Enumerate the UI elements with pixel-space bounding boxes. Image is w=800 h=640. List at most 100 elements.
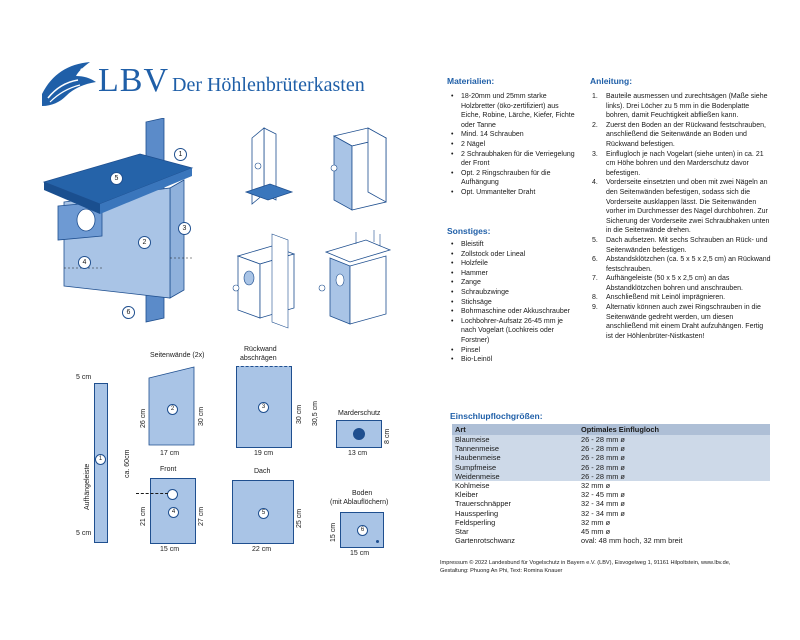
list-item: Schraubzwinge: [449, 288, 577, 298]
cell-value: 32 - 34 mm ø: [581, 499, 625, 509]
cell-value: 26 - 28 mm ø: [578, 435, 770, 445]
cell-value: 26 - 28 mm ø: [578, 462, 770, 472]
step-item: 2. Zuerst den Boden an der Rückwand fests…: [592, 121, 772, 150]
dim-rw-19: 19 cm: [254, 450, 274, 457]
table-row: Haussperling 32 - 34 mm ø: [452, 509, 770, 518]
part-marderschutz: [336, 420, 382, 448]
impressum-line-2: Gestaltung: Phuong An Phi, Text: Romina …: [440, 567, 563, 574]
sonstiges-list: BleistiftZollstock oder LinealHolzfeileH…: [449, 240, 577, 365]
label-aufhaengeleiste: Aufhängeleiste: [84, 463, 91, 510]
callout-4-part: 4: [168, 507, 179, 518]
list-item: 2 Nägel: [449, 140, 577, 150]
label-rueckwand-2: abschrägen: [240, 355, 277, 362]
callout-3: 3: [178, 222, 191, 235]
kingfisher-logo-icon: [42, 62, 96, 106]
lbv-logo: [38, 54, 168, 110]
table-row: Feldsperling 32 mm ø: [452, 518, 770, 527]
list-item: 18-20mm und 25mm starke Holzbretter (öko…: [449, 92, 577, 130]
dim-sw-17: 17 cm: [160, 450, 180, 457]
callout-3-part: 3: [258, 402, 269, 413]
dim-ms-13: 13 cm: [348, 450, 368, 457]
dim-ca-60cm: ca. 60cm: [124, 449, 131, 478]
step-number: 8.: [592, 294, 598, 302]
cell-art: Gartenrotschwanz: [455, 536, 515, 546]
cell-value: oval: 48 mm hoch, 32 mm breit: [581, 536, 683, 546]
list-item: Holzfeile: [449, 259, 577, 269]
step-number: 2.: [592, 121, 598, 129]
step-text: Zuerst den Boden an der Rückwand festsch…: [606, 121, 766, 148]
list-item: Bleistift: [449, 240, 577, 250]
callout-1-part: 1: [95, 454, 106, 465]
cell-value: 32 - 34 mm ø: [581, 508, 625, 518]
cell-value: 26 - 28 mm ø: [578, 453, 770, 463]
callout-6-part: 6: [357, 525, 368, 536]
cell-value: 32 mm ø: [581, 517, 611, 527]
assembly-step-2: [320, 124, 400, 212]
dim-bo-15v: 15 cm: [330, 522, 337, 542]
step-number: 4.: [592, 179, 598, 187]
list-item: Opt. Ummantelter Draht: [449, 188, 577, 198]
callout-1: 1: [174, 148, 187, 161]
table-row: Trauerschnäpper 32 - 34 mm ø: [452, 499, 770, 508]
dim-bo-15h: 15 cm: [350, 550, 370, 557]
step-number: 6.: [592, 256, 598, 264]
cell-art: Trauerschnäpper: [455, 499, 512, 509]
col-art: Art: [452, 424, 578, 435]
list-item: Opt. 2 Ringschrauben für die Aufhängung: [449, 169, 577, 188]
dim-fr-27: 27 cm: [198, 506, 205, 526]
entry-hole: [353, 428, 365, 440]
materialien-title: Materialien:: [447, 76, 495, 86]
part-front: 4: [150, 478, 196, 544]
list-item: Pinsel: [449, 346, 577, 356]
dim-fr-21: 21 cm: [140, 506, 147, 526]
front-dashed-line: [136, 493, 168, 494]
step-number: 3.: [592, 150, 598, 158]
step-item: 6. Abstandsklötzchen (ca. 5 x 5 x 2,5 cm)…: [592, 255, 772, 274]
cell-value: 32 mm ø: [581, 481, 611, 491]
dim-da-22: 22 cm: [252, 546, 272, 553]
front-entry-hole: [167, 489, 178, 500]
step-item: 7.Aufhängeleiste (50 x 5 x 2,5 cm) an da…: [592, 274, 772, 293]
list-item: Lochbohrer-Aufsatz 26-45 mm je nach Voge…: [449, 317, 577, 346]
einflug-title: Einschlupflochgrößen:: [450, 411, 543, 421]
label-front: Front: [160, 466, 177, 473]
step-item: 3. Einflugloch je nach Vogelart (siehe un…: [592, 150, 772, 179]
step-text: Einflugloch je nach Vogelart (siehe unte…: [606, 150, 764, 177]
step-text: Vorderseite einsetzten und oben mit zwei…: [606, 179, 770, 235]
drain-hole: [376, 540, 379, 543]
step-text: Abstandsklötzchen (ca. 5 x 5 x 2,5 cm) a…: [606, 256, 771, 273]
cell-art: Tannenmeise: [452, 444, 578, 454]
step-item: 9. Alternativ können auch zwei Ringschrau…: [592, 303, 772, 341]
cell-art: Feldsperling: [455, 517, 496, 527]
assembly-step-1: [236, 126, 306, 210]
dim-fr-15: 15 cm: [160, 546, 180, 553]
step-number: 5.: [592, 236, 598, 244]
dim-5cm-top: 5 cm: [76, 374, 92, 381]
dim-sw-30: 30 cm: [198, 406, 205, 426]
step-text: Alternativ können auch zwei Ringschraube…: [606, 304, 764, 340]
cell-art: Blaumeise: [452, 435, 578, 445]
dim-rw-30: 30 cm: [296, 404, 303, 424]
step-number: 9.: [592, 304, 598, 312]
step-text: Anschließend mit Leinöl imprägnieren.: [606, 294, 726, 302]
label-boden-1: Boden: [352, 490, 373, 497]
cell-art: Haussperling: [455, 508, 499, 518]
callout-2-part: 2: [167, 404, 178, 415]
callout-6: 6: [122, 306, 135, 319]
sonstiges-title: Sonstiges:: [447, 226, 491, 236]
callout-4: 4: [78, 256, 91, 269]
dim-rw-305: 30,5 cm: [312, 401, 319, 426]
step-item: 1.Bauteile ausmessen und zurechtsägen (M…: [592, 92, 772, 121]
list-item: Bohrmaschine oder Akkuschrauber: [449, 307, 577, 317]
anleitung-steps: 1.Bauteile ausmessen und zurechtsägen (M…: [592, 92, 772, 341]
page-title: Der Höhlenbrüterkasten: [172, 74, 365, 96]
